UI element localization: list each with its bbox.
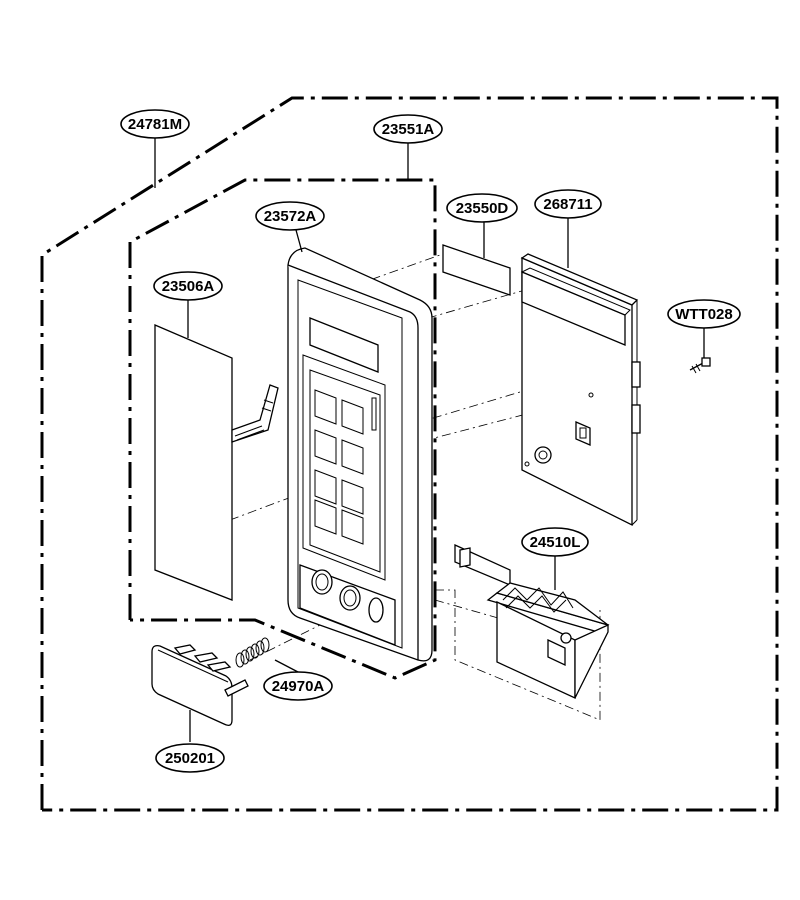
keypad-grid [314, 389, 364, 545]
part-number-label: 24970A [272, 678, 325, 695]
callout-23506A: 23506A [153, 271, 223, 301]
outer-assembly-boundary [40, 96, 779, 812]
callout-23551A: 23551A [373, 114, 443, 144]
part-number-label: 24781M [128, 116, 182, 133]
control-panel-frame [287, 247, 433, 662]
callout-WTT028: WTT028 [667, 299, 741, 329]
part-number-label: 268711 [543, 196, 592, 213]
callout-23572A: 23572A [255, 201, 325, 231]
display-window [442, 244, 511, 296]
part-number-label: 24510L [530, 534, 581, 551]
door-open-button [151, 644, 249, 726]
part-number-label: WTT028 [675, 306, 733, 323]
inner-assembly-boundary [128, 178, 437, 680]
leader-lines [154, 138, 705, 742]
callout-250201: 250201 [155, 743, 225, 773]
callout-24781M: 24781M [120, 109, 190, 139]
callout-24970A: 24970A [263, 671, 333, 701]
part-number-label: 250201 [165, 750, 215, 767]
screw [689, 357, 711, 374]
callout-24510L: 24510L [521, 527, 589, 557]
spring [235, 637, 270, 668]
part-number-label: 23572A [264, 208, 317, 225]
part-number-label: 23551A [382, 121, 435, 138]
callout-23550D: 23550D [446, 193, 518, 223]
membrane-keypad-sheet [154, 324, 279, 601]
part-number-label: 23550D [456, 200, 509, 217]
callout-268711: 268711 [534, 189, 602, 219]
pcb-assembly [520, 253, 641, 527]
door-latch-lever [454, 543, 610, 700]
part-number-label: 23506A [162, 278, 215, 295]
